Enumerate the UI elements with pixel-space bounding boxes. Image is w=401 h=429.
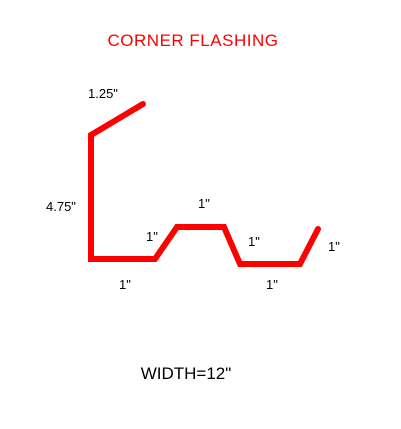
- width-label: WIDTH=12": [140, 364, 232, 383]
- diagram-title: CORNER FLASHING: [107, 31, 279, 50]
- dim-label-vertical: 4.75": [46, 199, 76, 214]
- dim-label-end-lip: 1": [328, 239, 340, 254]
- dim-label-drop: 1": [248, 234, 260, 249]
- flashing-profile: [88, 101, 321, 267]
- dim-label-bottom-flat-2: 1": [266, 277, 278, 292]
- dim-label-rise-1: 1": [146, 229, 158, 244]
- dim-label-top-flat: 1": [198, 196, 210, 211]
- dim-label-top-flange: 1.25": [88, 86, 118, 101]
- dim-label-bottom-flat: 1": [119, 277, 131, 292]
